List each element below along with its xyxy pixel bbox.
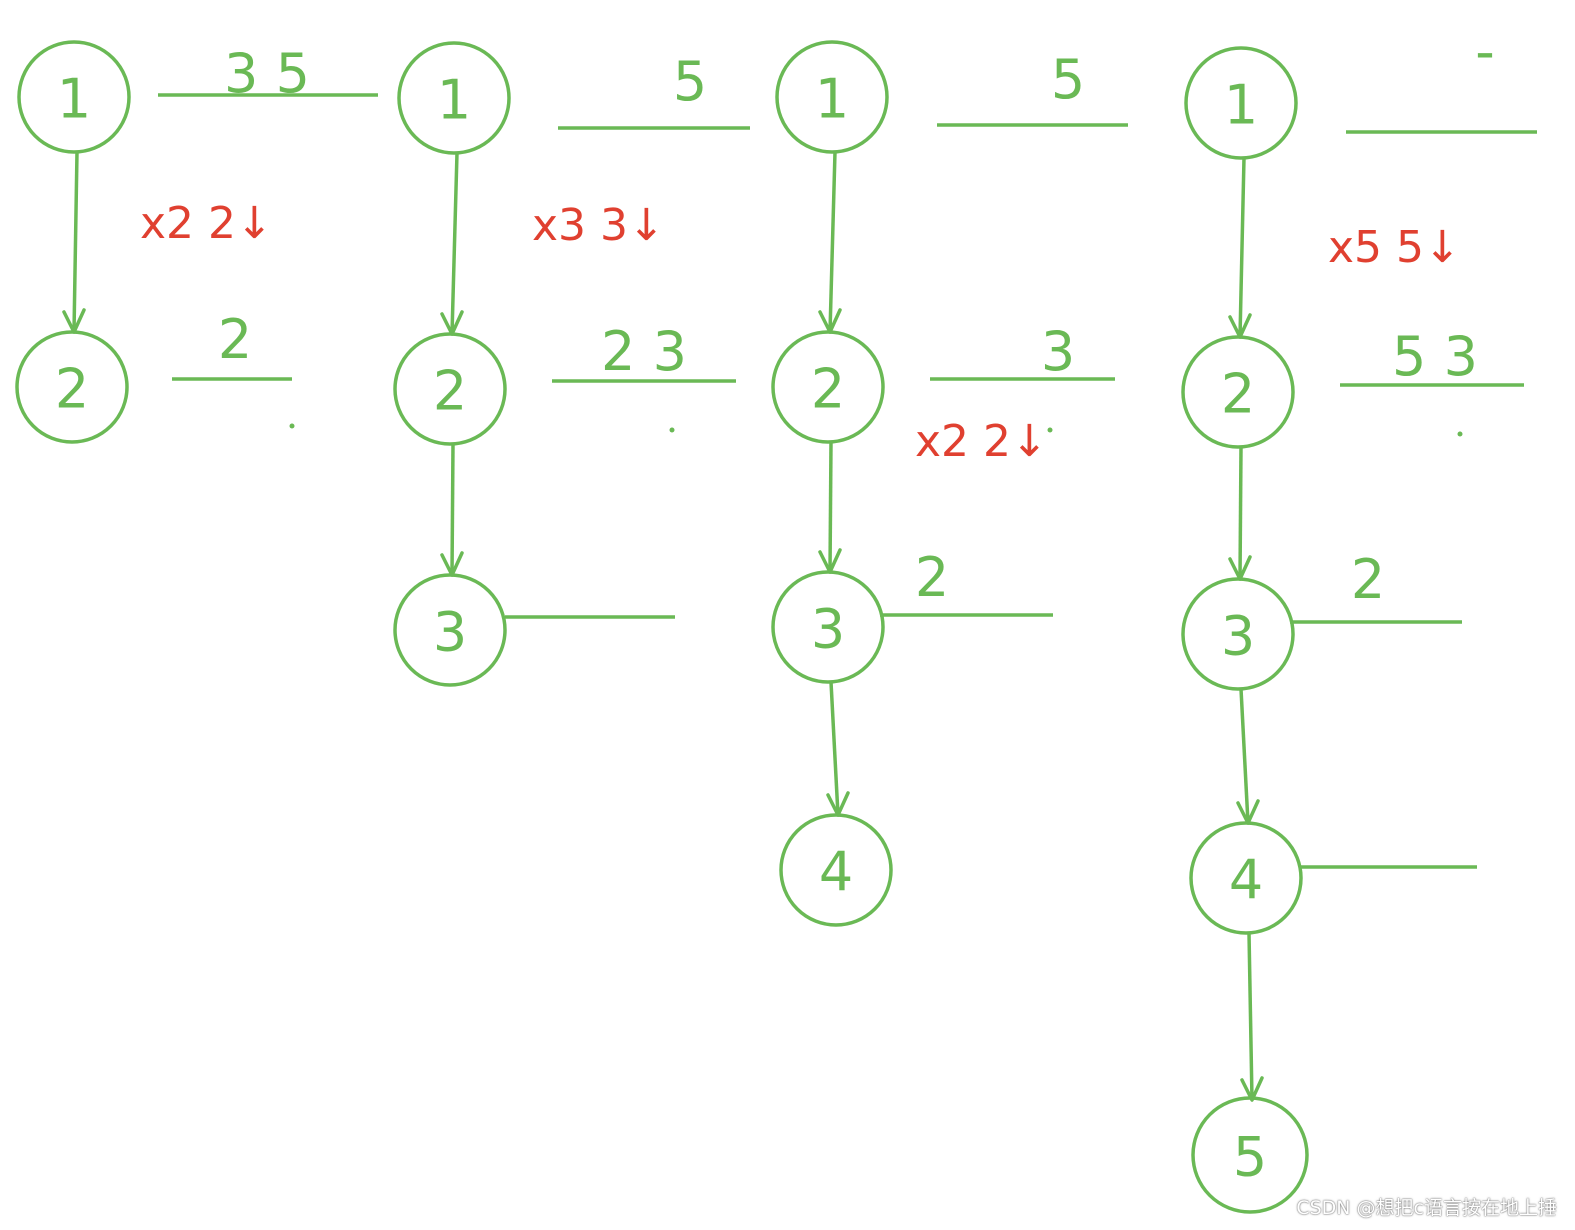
queue-1-1: 3 5: [158, 42, 378, 105]
red-annotation-2: x3 3↓: [532, 200, 665, 251]
edge-3-3-to-4: [829, 681, 840, 816]
node-label: 2: [811, 358, 845, 421]
node-3-1: 1: [775, 40, 889, 154]
queue-values: 2: [218, 308, 252, 371]
queue-values: 3: [1041, 320, 1075, 383]
edges-layer: [62, 151, 1264, 1102]
edge-4-1-to-2: [1238, 157, 1246, 338]
node-3-2: 2: [771, 330, 885, 444]
node-label: 1: [437, 69, 471, 132]
queue-4-1: -: [1346, 20, 1537, 134]
edge-3-1-to-2: [828, 151, 837, 333]
node-4-2: 2: [1181, 335, 1295, 449]
node-label: 5: [1233, 1126, 1267, 1189]
nodes-layer: 1 2 1 2 3 1 2 3 4 1 2 3 4 5: [15, 40, 1309, 1214]
edge-2-1-to-2: [450, 152, 459, 335]
node-circle: [775, 40, 889, 154]
node-3-4: 4: [779, 813, 893, 927]
queue-3-3: 2: [880, 546, 1053, 617]
node-label: 3: [433, 601, 467, 664]
node-label: 1: [815, 68, 849, 131]
queue-values: 5 3: [1392, 325, 1478, 388]
node-circle: [1189, 821, 1303, 935]
node-2-2: 2: [393, 332, 507, 446]
red-annotation-1: x2 2↓: [140, 198, 273, 249]
red-annotation-4: x5 5↓: [1328, 222, 1461, 273]
node-circle: [1184, 46, 1298, 160]
red-annotation-3: x2 2↓: [915, 416, 1048, 467]
edge-1-1-to-2: [72, 151, 79, 333]
node-circle: [15, 330, 129, 444]
queue-1-2: 2: [172, 308, 295, 429]
node-label: 2: [1221, 363, 1255, 426]
node-circle: [771, 570, 885, 684]
edge-2-2-to-3: [450, 443, 455, 576]
node-4-3: 3: [1181, 577, 1295, 691]
node-label: 4: [1229, 849, 1263, 912]
node-circle: [393, 573, 507, 687]
queue-values: 5: [673, 50, 707, 113]
queue-values: 2 3: [601, 320, 687, 383]
arrow-head: [1240, 1076, 1264, 1102]
node-4-5: 5: [1191, 1096, 1309, 1214]
node-1-2: 2: [15, 330, 129, 444]
node-4-1: 1: [1184, 46, 1298, 160]
node-circle: [1181, 335, 1295, 449]
edge-3-2-to-3: [828, 441, 833, 573]
node-label: 1: [1224, 74, 1258, 137]
queue-2-1: 5: [558, 50, 750, 130]
node-label: 1: [57, 68, 91, 131]
watermark: CSDN @想把c语言按在地上捶: [1296, 1197, 1557, 1219]
queue-values: -: [1475, 20, 1495, 83]
node-circle: [779, 813, 893, 927]
notes-layer: x2 2↓ x3 3↓ x2 2↓ x5 5↓: [140, 198, 1461, 467]
queue-4-3: 2: [1290, 548, 1462, 624]
node-label: 2: [55, 358, 89, 421]
node-1-1: 1: [17, 40, 131, 154]
node-4-4: 4: [1189, 821, 1303, 935]
node-3-3: 3: [771, 570, 885, 684]
node-circle: [1181, 577, 1295, 691]
queue-values: 2: [915, 546, 949, 609]
node-circle: [17, 40, 131, 154]
queue-dot: [1047, 427, 1053, 433]
queue-3-2: 3: [930, 320, 1115, 433]
node-circle: [771, 330, 885, 444]
node-label: 3: [811, 598, 845, 661]
node-circle: [1191, 1096, 1309, 1214]
edge-4-4-to-5: [1247, 932, 1254, 1101]
node-circle: [397, 41, 511, 155]
node-2-3: 3: [393, 573, 507, 687]
queue-dot: [669, 427, 675, 433]
queue-values: 3 5: [224, 42, 310, 105]
node-label: 3: [1221, 605, 1255, 668]
queue-2-2: 2 3: [552, 320, 736, 433]
node-circle: [393, 332, 507, 446]
queue-4-2: 5 3: [1340, 325, 1524, 437]
node-label: 4: [819, 841, 853, 904]
queue-values: 5: [1051, 48, 1085, 111]
node-2-1: 1: [397, 41, 511, 155]
queue-dot: [1457, 431, 1463, 437]
queue-values: 2: [1351, 548, 1385, 611]
edge-4-3-to-4: [1239, 688, 1250, 824]
node-label: 2: [433, 360, 467, 423]
queue-dot: [289, 423, 295, 429]
edge-4-2-to-3: [1238, 446, 1243, 580]
queue-3-1: 5: [937, 48, 1128, 127]
queues-layer: 3 5 2 5 2 3 5 3 2 - 5 3 2: [158, 20, 1537, 869]
